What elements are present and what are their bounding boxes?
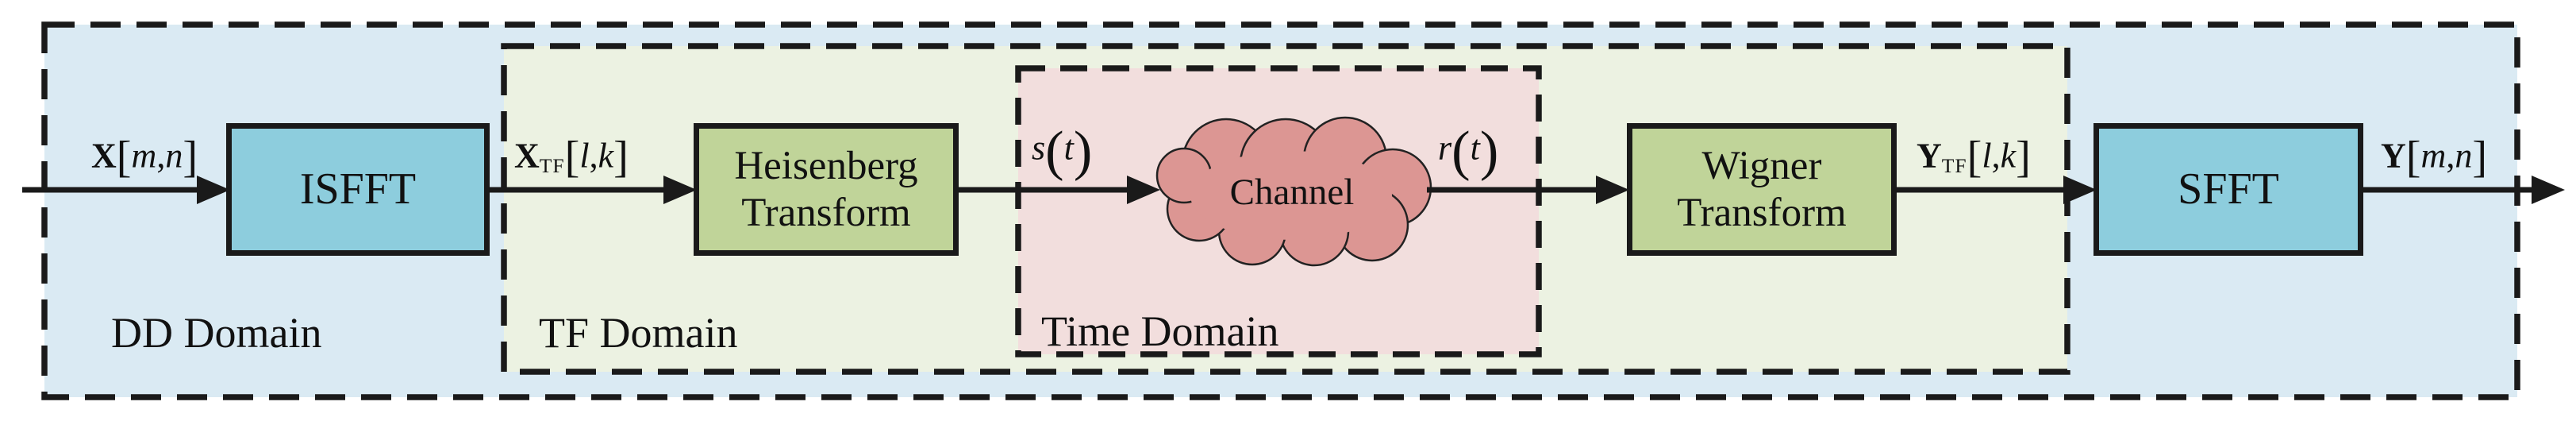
arrow-heisenberg-to-channel (957, 176, 1160, 204)
signal-symbol: X (514, 136, 540, 176)
signal-arg2: n (165, 136, 183, 176)
signal-open-bracket: [ (116, 133, 132, 182)
signal-symbol: X (91, 136, 117, 176)
channel-cloud-icon (1155, 116, 1432, 267)
arrow-isfft-to-heisenberg (488, 176, 697, 204)
signal-arg1: t (1470, 128, 1480, 168)
block-channel-label: Channel (1229, 172, 1355, 213)
signal-label-x-tf: XTF[l,k] (514, 132, 629, 183)
signal-comma: , (1991, 136, 2001, 176)
signal-open-paren: ( (1045, 120, 1064, 182)
signal-close-bracket: ] (183, 133, 198, 182)
signal-close-paren: ) (1479, 120, 1499, 182)
signal-label-r-t: r(t) (1438, 119, 1498, 183)
signal-symbol: Y (1917, 136, 1942, 176)
arrow-wigner-to-sfft (1895, 176, 2097, 204)
signal-arg1: l (1982, 136, 1992, 176)
signal-subscript: TF (1941, 153, 1967, 177)
signal-arg1: l (579, 136, 590, 176)
signal-symbol: r (1438, 128, 1452, 168)
signal-comma: , (156, 136, 166, 176)
signal-open-bracket: [ (2405, 133, 2421, 182)
block-isfft-label: ISFFT (299, 164, 417, 214)
arrow-sfft-to-output (2362, 176, 2565, 204)
block-isfft: ISFFT (226, 123, 490, 256)
time-domain-caption: Time Domain (1041, 307, 1279, 355)
signal-arg1: m (2420, 136, 2447, 176)
block-wigner-label: Wigner Transform (1677, 143, 1847, 235)
signal-symbol: Y (2381, 136, 2406, 176)
signal-label-y-tf: YTF[l,k] (1917, 132, 2031, 183)
signal-comma: , (2446, 136, 2455, 176)
tf-domain-caption: TF Domain (539, 309, 738, 357)
signal-arg2: k (598, 136, 614, 176)
signal-close-bracket: ] (613, 133, 629, 182)
signal-open-bracket: [ (1967, 133, 1982, 182)
signal-arg1: m (131, 136, 157, 176)
signal-open-bracket: [ (564, 133, 580, 182)
signal-subscript: TF (539, 153, 565, 177)
arrow-input-to-isfft (22, 176, 230, 204)
block-sfft-label: SFFT (2178, 164, 2279, 214)
signal-open-paren: ( (1451, 120, 1471, 182)
arrow-channel-to-wigner (1427, 176, 1629, 204)
signal-label-x-dd: X[m,n] (91, 132, 198, 183)
signal-close-bracket: ] (2472, 133, 2488, 182)
signal-close-paren: ) (1073, 120, 1093, 182)
signal-comma: , (589, 136, 598, 176)
signal-label-y-dd: Y[m,n] (2381, 132, 2487, 183)
dd-domain-caption: DD Domain (111, 309, 322, 357)
block-heisenberg-label: Heisenberg Transform (734, 143, 918, 235)
signal-arg2: k (2000, 136, 2017, 176)
block-sfft: SFFT (2093, 123, 2363, 256)
block-heisenberg-transform: Heisenberg Transform (694, 123, 959, 256)
signal-close-bracket: ] (2016, 133, 2031, 182)
signal-arg1: t (1063, 128, 1074, 168)
block-wigner-transform: Wigner Transform (1627, 123, 1897, 256)
signal-symbol: s (1032, 128, 1046, 168)
signal-label-s-t: s(t) (1032, 119, 1092, 183)
signal-arg2: n (2455, 136, 2473, 176)
